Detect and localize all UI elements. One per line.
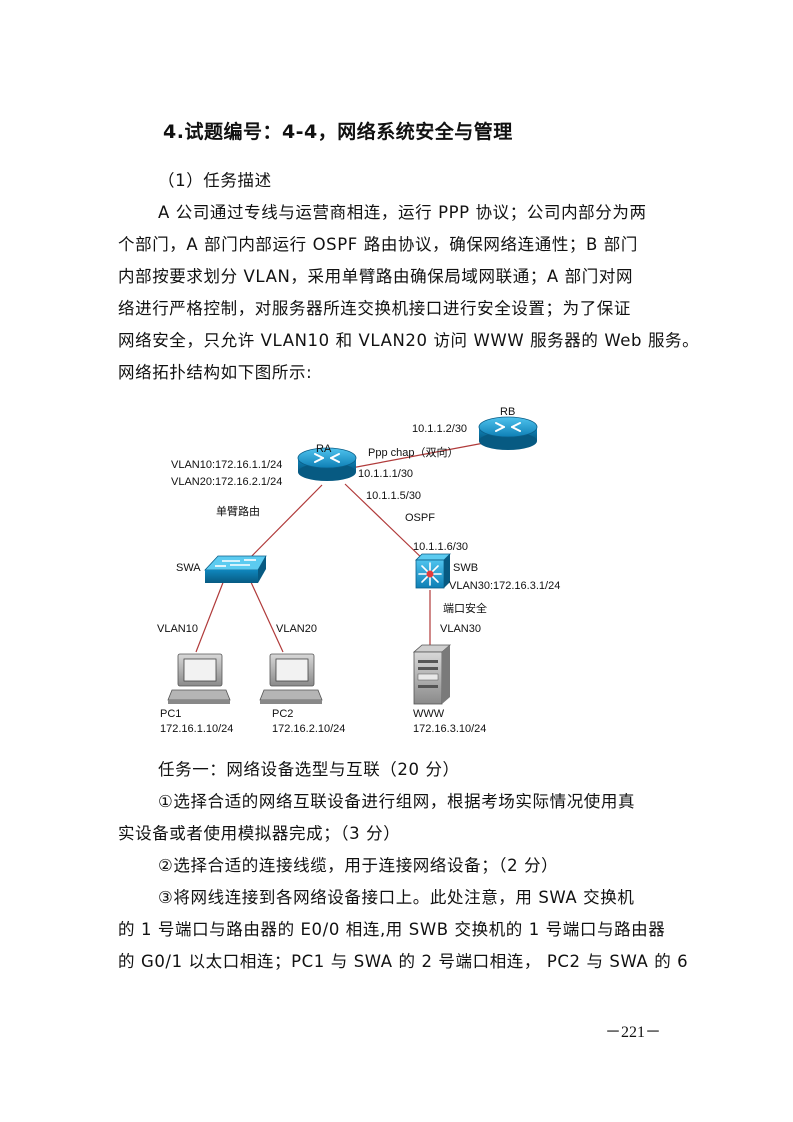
switch-swb-icon bbox=[415, 553, 451, 589]
description-line: 网络拓扑结构如下图所示: bbox=[118, 363, 313, 382]
task-line: 的 G0/1 以太口相连；PC1 与 SWA 的 2 号端口相连， PC2 与 … bbox=[118, 952, 689, 971]
label-rb-name: RB bbox=[500, 406, 515, 418]
network-links bbox=[195, 439, 501, 653]
label-ra-ip-rb: 10.1.1.1/30 bbox=[358, 468, 413, 480]
label-pc2-name: PC2 bbox=[272, 708, 293, 720]
router-ra-icon bbox=[297, 447, 357, 481]
task-line: 任务一：网络设备选型与互联（20 分） bbox=[158, 760, 460, 779]
label-one-arm-routing: 单臂路由 bbox=[216, 504, 260, 518]
section-heading: （1）任务描述 bbox=[118, 165, 678, 197]
label-pc1-ip: 172.16.1.10/24 bbox=[160, 723, 233, 735]
section-heading-text: （1）任务描述 bbox=[158, 171, 272, 190]
task-line: ③将网线连接到各网络设备接口上。此处注意，用 SWA 交换机 bbox=[158, 888, 635, 907]
link-ra-rb bbox=[329, 439, 501, 473]
switch-swa-icon bbox=[204, 555, 267, 583]
label-www-name: WWW bbox=[413, 708, 445, 720]
task-line: ②选择合适的连接线缆，用于连接网络设备；（2 分） bbox=[158, 856, 559, 875]
task-paragraph: 任务一：网络设备选型与互联（20 分） ①选择合适的网络互联设备进行组网，根据考… bbox=[118, 754, 689, 978]
label-ra-vlan10: VLAN10:172.16.1.1/24 bbox=[171, 459, 282, 471]
task-line: 实设备或者使用模拟器完成；（3 分） bbox=[118, 824, 401, 843]
description-line: 个部门，A 部门内部运行 OSPF 路由协议，确保网络连通性；B 部门 bbox=[118, 235, 638, 254]
label-ra-vlan20: VLAN20:172.16.2.1/24 bbox=[171, 476, 282, 488]
task-line: 的 1 号端口与路由器的 E0/0 相连,用 SWB 交换机的 1 号端口与路由… bbox=[118, 920, 666, 939]
description-paragraph: A 公司通过专线与运营商相连，运行 PPP 协议；公司内部分为两 个部门，A 部… bbox=[118, 197, 700, 389]
label-swb-name: SWB bbox=[453, 562, 478, 574]
label-rb-ip: 10.1.1.2/30 bbox=[412, 423, 467, 435]
pc1-computer-icon bbox=[167, 653, 231, 704]
label-www-vlan: VLAN30 bbox=[440, 623, 481, 635]
link-swa-pc1 bbox=[195, 579, 225, 653]
label-swb-ip: 10.1.1.6/30 bbox=[413, 541, 468, 553]
label-ra-name: RA bbox=[316, 443, 332, 455]
label-pc2-vlan: VLAN20 bbox=[276, 623, 317, 635]
label-pc1-vlan: VLAN10 bbox=[157, 623, 198, 635]
page-number: －221－ bbox=[605, 1024, 662, 1041]
router-rb-icon bbox=[478, 416, 538, 450]
description-line: 网络安全，只允许 VLAN10 和 VLAN20 访问 WWW 服务器的 Web… bbox=[118, 331, 700, 350]
pc2-computer-icon bbox=[259, 653, 323, 704]
label-swb-vlan30: VLAN30:172.16.3.1/24 bbox=[449, 580, 560, 592]
label-swa-name: SWA bbox=[176, 562, 201, 574]
link-swa-pc2 bbox=[249, 579, 284, 653]
description-line: 络进行严格控制，对服务器所连交换机接口进行安全设置；为了保证 bbox=[118, 299, 631, 318]
link-ra-swa bbox=[239, 484, 323, 569]
label-www-ip: 172.16.3.10/24 bbox=[413, 723, 486, 735]
task-line: ①选择合适的网络互联设备进行组网，根据考场实际情况使用真 bbox=[158, 792, 636, 811]
label-ospf: OSPF bbox=[405, 512, 435, 524]
label-port-security: 端口安全 bbox=[443, 601, 487, 615]
label-pc1-name: PC1 bbox=[160, 708, 181, 720]
description-line: A 公司通过专线与运营商相连，运行 PPP 协议；公司内部分为两 bbox=[158, 203, 647, 222]
label-ppp-chap: Ppp chap（双向） bbox=[368, 445, 458, 459]
description-line: 内部按要求划分 VLAN，采用单臂路由确保局域网联通；A 部门对网 bbox=[118, 267, 634, 286]
label-ra-ip-swb: 10.1.1.5/30 bbox=[366, 490, 421, 502]
link-ra-swb bbox=[344, 483, 427, 563]
label-pc2-ip: 172.16.2.10/24 bbox=[272, 723, 345, 735]
page-title: 4.试题编号：4-4，网络系统安全与管理 bbox=[163, 121, 513, 143]
www-server-icon bbox=[412, 644, 452, 705]
